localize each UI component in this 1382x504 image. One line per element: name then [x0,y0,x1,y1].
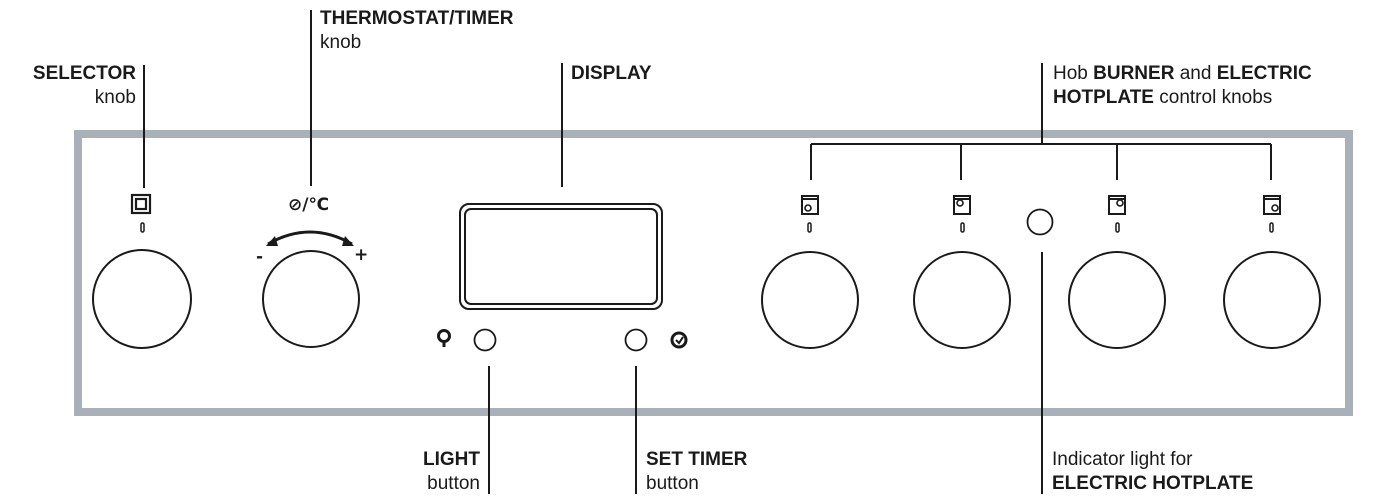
hob-knob-4[interactable] [1223,251,1321,349]
thermostat-label-title: THERMOSTAT/TIMER [320,8,514,29]
thermostat-label-sub: knob [320,32,362,53]
selector-knob-group [92,193,192,349]
selector-label-sub: knob [94,87,136,108]
hob-label-electric: ELECTRIC [1216,63,1312,84]
thermostat-range-arc [267,230,353,246]
hob-label-burner: BURNER [1093,63,1175,84]
light-label: LIGHT button [423,448,480,496]
light-label-title: LIGHT [423,449,480,470]
thermostat-knob[interactable] [262,250,360,348]
light-button-group [437,328,497,352]
set-timer-label-sub: button [646,473,699,494]
selector-label-title: SELECTOR [32,63,136,84]
display-screen [459,203,663,310]
hob-knob-2[interactable] [913,251,1011,349]
indicator-label: Indicator light for ELECTRIC HOTPLATE [1052,448,1253,496]
thermostat-symbol-icon: ⊘/℃ [288,195,329,215]
light-bulb-icon [437,329,451,347]
selector-label: SELECTOR knob [33,62,136,110]
burner-front-left-icon [801,195,819,215]
control-panel-frame [74,130,1353,416]
electric-hotplate-indicator-light [1026,208,1054,236]
hob-knob-group-4 [1223,195,1321,349]
hob-label: Hob BURNER and ELECTRIC HOTPLATE control… [1053,62,1312,110]
hob-label-hotplate: HOTPLATE [1053,87,1154,108]
thermostat-minus-icon: - [256,247,263,267]
hob-label-suffix: control knobs [1153,87,1273,108]
thermostat-label: THERMOSTAT/TIMER knob [320,7,514,55]
hob-knob-3[interactable] [1068,251,1166,349]
clock-icon [670,331,688,349]
hotplate-front-right-icon [1263,195,1281,215]
burner-rear-right-icon [1108,195,1126,215]
set-timer-label: SET TIMER button [646,448,747,496]
hob-knob-group-2 [913,195,1011,349]
selector-tick-mark [140,222,145,233]
display-label: DISPLAY [571,62,652,86]
thermostat-plus-icon: + [354,245,368,265]
indicator-label-sub: Indicator light for [1052,449,1193,470]
set-timer-button-group [624,328,688,352]
hob-label-mid: and [1174,63,1217,84]
selector-knob[interactable] [92,249,192,349]
display-label-title: DISPLAY [571,63,652,84]
set-timer-label-title: SET TIMER [646,449,748,470]
burner-rear-left-icon [953,195,971,215]
set-timer-button[interactable] [624,328,648,352]
indicator-label-title: ELECTRIC HOTPLATE [1052,473,1254,494]
selector-symbol-icon [130,193,152,215]
hob-label-prefix: Hob [1053,63,1094,84]
thermostat-knob-group: ⊘/℃ - + [256,195,368,348]
light-button[interactable] [473,328,497,352]
hob-knob-group-3 [1068,195,1166,349]
hob-knob-group-1 [761,195,859,349]
hob-knob-1[interactable] [761,251,859,349]
light-label-sub: button [427,473,480,494]
